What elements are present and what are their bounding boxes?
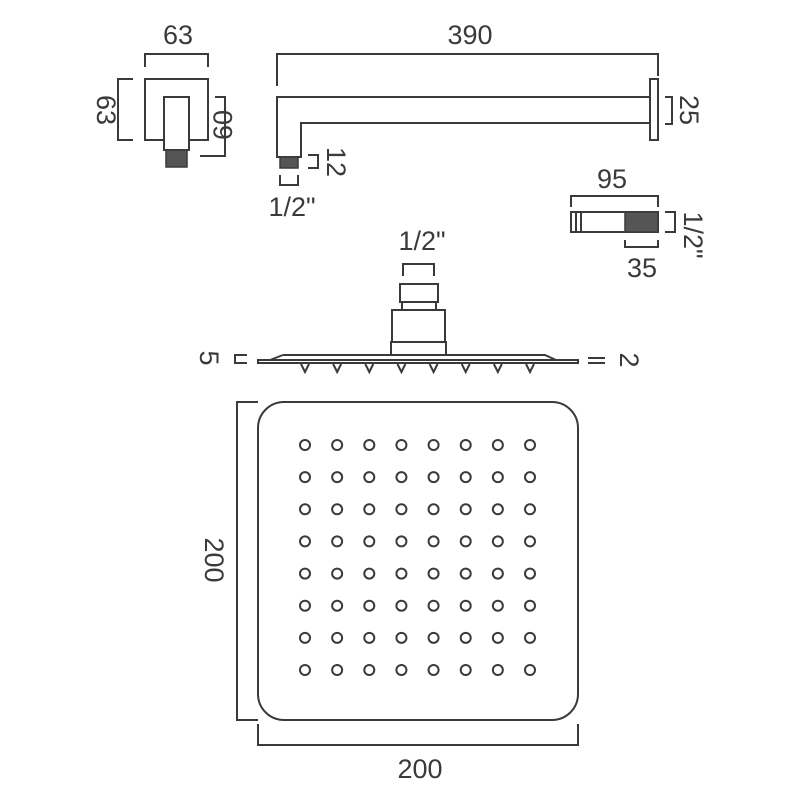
nozzle-hole xyxy=(491,471,504,484)
nozzle-grid xyxy=(299,439,536,676)
nozzle-hole xyxy=(299,567,311,580)
nozzle-hole xyxy=(395,471,408,484)
nozzle-hole xyxy=(427,439,440,451)
wall-bracket-height-label: 63 xyxy=(91,95,121,125)
nozzle-hole xyxy=(299,599,311,612)
nozzle-hole xyxy=(363,471,376,484)
nozzle-hole xyxy=(363,535,376,548)
nozzle-hole xyxy=(459,599,472,612)
extension-pipe: 95 1/2" 35 xyxy=(570,164,708,283)
nozzle-hole xyxy=(331,471,344,484)
nozzle-hole xyxy=(427,567,440,580)
nozzle-hole xyxy=(299,503,311,516)
wall-bracket: 63 63 60 xyxy=(91,20,238,168)
nozzle-hole xyxy=(459,439,472,451)
nozzle-hole xyxy=(491,439,504,451)
nozzle-hole xyxy=(524,567,536,580)
nozzle-hole xyxy=(395,503,408,516)
nozzle-hole xyxy=(491,664,504,676)
nozzle-hole xyxy=(491,631,504,644)
nozzle-hole xyxy=(524,439,536,451)
shower-head-face: 200 200 xyxy=(199,401,579,784)
wall-bracket-depth-label: 60 xyxy=(208,110,238,140)
nozzle-hole xyxy=(395,439,408,451)
nozzle-tip xyxy=(492,363,503,375)
nozzle-hole xyxy=(363,631,376,644)
nozzle-hole xyxy=(459,567,472,580)
nozzle-tip xyxy=(396,363,407,375)
arm-length-label: 390 xyxy=(447,20,492,50)
nozzle-hole xyxy=(459,503,472,516)
nozzle-hole xyxy=(331,664,344,676)
nozzle-hole xyxy=(395,631,408,644)
nozzle-hole xyxy=(459,535,472,548)
face-width-label: 200 xyxy=(397,754,442,784)
nozzle-hole xyxy=(299,631,311,644)
nozzle-hole xyxy=(363,599,376,612)
nozzle-hole xyxy=(491,503,504,516)
nozzle-row xyxy=(300,363,535,375)
nozzle-hole xyxy=(331,567,344,580)
nozzle-hole xyxy=(524,631,536,644)
face-height-label: 200 xyxy=(199,537,229,582)
nozzle-hole xyxy=(459,631,472,644)
nozzle-hole xyxy=(427,535,440,548)
nozzle-hole xyxy=(395,567,408,580)
nozzle-hole xyxy=(524,535,536,548)
nozzle-hole xyxy=(427,471,440,484)
nozzle-hole xyxy=(363,503,376,516)
nozzle-hole xyxy=(395,664,408,676)
nozzle-hole xyxy=(331,535,344,548)
nozzle-hole xyxy=(524,471,536,484)
nozzle-tip xyxy=(460,363,471,375)
nozzle-hole xyxy=(331,439,344,451)
nozzle-tip xyxy=(428,363,439,375)
nozzle-hole xyxy=(395,535,408,548)
nozzle-hole xyxy=(427,664,440,676)
nozzle-hole xyxy=(395,599,408,612)
arm-thread-size-label: 1/2" xyxy=(268,192,315,222)
nozzle-hole xyxy=(459,664,472,676)
nozzle-hole xyxy=(491,567,504,580)
nozzle-tip xyxy=(525,363,535,375)
nozzle-hole xyxy=(491,599,504,612)
nozzle-hole xyxy=(299,471,311,484)
nozzle-hole xyxy=(363,567,376,580)
nozzle-hole xyxy=(331,503,344,516)
nozzle-hole xyxy=(427,599,440,612)
nozzle-hole xyxy=(299,535,311,548)
nozzle-hole xyxy=(459,471,472,484)
nozzle-hole xyxy=(427,631,440,644)
nozzle-hole xyxy=(427,503,440,516)
nozzle-hole xyxy=(331,631,344,644)
extension-length-label: 95 xyxy=(597,164,627,194)
nozzle-hole xyxy=(491,535,504,548)
nozzle-tip xyxy=(332,363,343,375)
nozzle-tip xyxy=(300,363,310,375)
inlet-size-label: 1/2" xyxy=(398,226,445,256)
nozzle-hole xyxy=(524,599,536,612)
shower-arm: 390 25 12 1/2" xyxy=(268,20,704,222)
shower-head-side-view: 1/2" 5 2 xyxy=(194,226,644,375)
flange-label: 25 xyxy=(674,95,704,125)
extension-thread-length-label: 35 xyxy=(627,253,657,283)
plate-thickness-label: 2 xyxy=(614,352,644,367)
nozzle-hole xyxy=(363,439,376,451)
wall-bracket-width-label: 63 xyxy=(163,20,193,50)
nozzle-hole xyxy=(524,664,536,676)
nozzle-hole xyxy=(299,439,311,451)
thread-length-label: 12 xyxy=(321,147,351,177)
nozzle-hole xyxy=(331,599,344,612)
nozzle-hole xyxy=(299,664,311,676)
nozzle-hole xyxy=(363,664,376,676)
edge-thickness-label: 5 xyxy=(194,350,224,365)
nozzle-hole xyxy=(524,503,536,516)
nozzle-tip xyxy=(364,363,375,375)
extension-thread-size-label: 1/2" xyxy=(678,211,708,258)
